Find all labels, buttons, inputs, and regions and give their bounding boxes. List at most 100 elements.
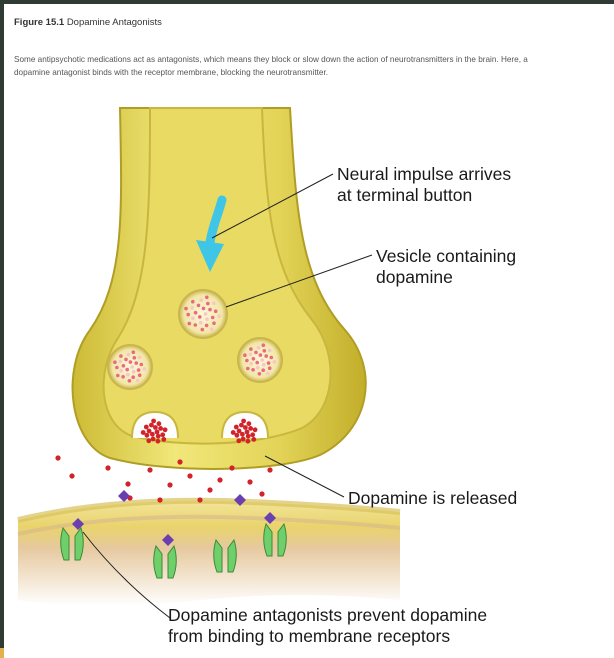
- dopamine-molecule: [213, 309, 218, 314]
- dopamine-molecule: [139, 362, 144, 367]
- dopamine-molecule: [190, 305, 194, 310]
- dopamine-molecule: [261, 368, 266, 373]
- dopamine-molecule: [217, 314, 221, 319]
- dopamine-molecule: [191, 316, 195, 321]
- dopamine-molecule: [151, 418, 157, 424]
- dopamine-molecule: [135, 378, 140, 383]
- dopamine-molecule: [121, 364, 126, 368]
- dopamine-molecule: [127, 379, 132, 383]
- dopamine-molecule: [125, 481, 131, 487]
- dopamine-molecule: [248, 352, 253, 357]
- dopamine-molecule: [245, 433, 251, 439]
- dopamine-molecule: [265, 371, 270, 376]
- dopamine-molecule: [247, 479, 253, 485]
- leader-released: [264, 455, 345, 498]
- dopamine-molecule: [262, 349, 267, 353]
- dopamine-molecule: [146, 438, 152, 444]
- label-released-line1: Dopamine is released: [348, 488, 518, 508]
- receptor: [263, 522, 287, 557]
- dopamine-molecule: [161, 437, 167, 442]
- dopamine-molecule: [259, 491, 265, 497]
- dopamine-molecule: [113, 360, 117, 365]
- label-antagonists: Dopamine antagonists prevent dopamine fr…: [168, 605, 487, 647]
- dopamine-molecule: [207, 487, 213, 493]
- dopamine-molecule: [126, 352, 131, 357]
- leader-lines: [82, 173, 373, 619]
- figure-number: Figure 15.1: [14, 17, 65, 28]
- dopamine-molecule: [243, 425, 248, 430]
- leader-vesicle: [225, 254, 373, 308]
- dopamine-molecule: [205, 317, 209, 322]
- dopamine-molecule: [255, 360, 259, 365]
- dopamine-molecule: [155, 438, 161, 444]
- dopamine-molecule: [264, 354, 269, 358]
- receptors: [60, 522, 287, 579]
- dopamine-molecule: [209, 327, 214, 332]
- dopamine-molecule: [150, 431, 155, 437]
- dopamine-molecule: [193, 310, 198, 315]
- label-vesicle: Vesicle containing dopamine: [376, 246, 516, 288]
- dopamine-molecule: [260, 358, 265, 362]
- dopamine-molecule: [115, 365, 119, 370]
- dopamine-molecule: [236, 428, 242, 434]
- dopamine-molecule: [205, 295, 209, 300]
- dopamine-molecule: [249, 347, 253, 351]
- dopamine-molecule: [193, 323, 198, 327]
- antagonist-molecule: [72, 518, 84, 530]
- label-impulse-line2: at terminal button: [337, 185, 473, 205]
- dopamine-molecules: [55, 295, 277, 503]
- dopamine-molecule: [230, 430, 236, 435]
- dopamine-molecule: [257, 372, 262, 376]
- label-vesicle-line1: Vesicle containing: [376, 246, 517, 266]
- dopamine-molecule: [146, 428, 152, 434]
- dopamine-molecule: [144, 432, 150, 438]
- dopamine-molecule: [249, 361, 253, 366]
- figure-name: Dopamine Antagonists: [66, 17, 162, 28]
- dopamine-molecule: [198, 320, 203, 325]
- dopamine-molecule: [125, 367, 129, 372]
- figure-caption: Some antipsychotic medications act as an…: [14, 55, 528, 77]
- dopamine-molecule: [118, 359, 123, 364]
- dopamine-molecule: [153, 425, 158, 430]
- dopamine-molecule: [137, 373, 142, 378]
- dopamine-molecule: [191, 299, 195, 304]
- dopamine-molecule: [240, 436, 246, 442]
- dopamine-molecule: [254, 350, 258, 355]
- dopamine-molecule: [157, 497, 163, 503]
- dopamine-molecule: [239, 422, 244, 428]
- leader-impulse: [211, 173, 334, 239]
- dopamine-molecule: [184, 306, 188, 311]
- dopamine-molecule: [131, 369, 136, 374]
- dopamine-molecule: [121, 375, 125, 379]
- dopamine-molecule: [243, 353, 247, 358]
- dopamine-molecule: [245, 358, 249, 363]
- dopamine-molecule: [116, 373, 120, 378]
- dopamine-molecule: [251, 437, 257, 442]
- vesicle: [237, 337, 283, 383]
- dopamine-molecule: [134, 361, 138, 365]
- dopamine-molecule: [136, 368, 141, 372]
- dopamine-molecule: [256, 345, 261, 350]
- dopamine-molecule: [258, 353, 263, 357]
- dopamine-molecule: [149, 422, 154, 428]
- dopamine-molecule: [250, 432, 256, 438]
- dopamine-molecule: [267, 348, 272, 353]
- dopamine-molecule: [267, 467, 273, 473]
- dopamine-molecule: [229, 465, 235, 471]
- dopamine-molecule: [124, 357, 128, 362]
- dopamine-molecule: [55, 455, 61, 461]
- corner-accent: [0, 648, 4, 658]
- dopamine-molecule: [251, 357, 256, 361]
- leader-antagonists: [82, 531, 171, 619]
- label-impulse-line1: Neural impulse arrives: [337, 164, 512, 184]
- dopamine-molecule: [143, 424, 149, 430]
- dopamine-molecule: [155, 433, 161, 439]
- dopamine-molecule: [267, 366, 272, 371]
- dopamine-molecule: [142, 367, 147, 371]
- dopamine-molecule: [119, 354, 123, 358]
- dopamine-molecule: [187, 473, 193, 479]
- dopamine-molecule: [201, 306, 206, 311]
- dopamine-molecule: [162, 427, 168, 433]
- dopamine-molecule: [217, 477, 223, 483]
